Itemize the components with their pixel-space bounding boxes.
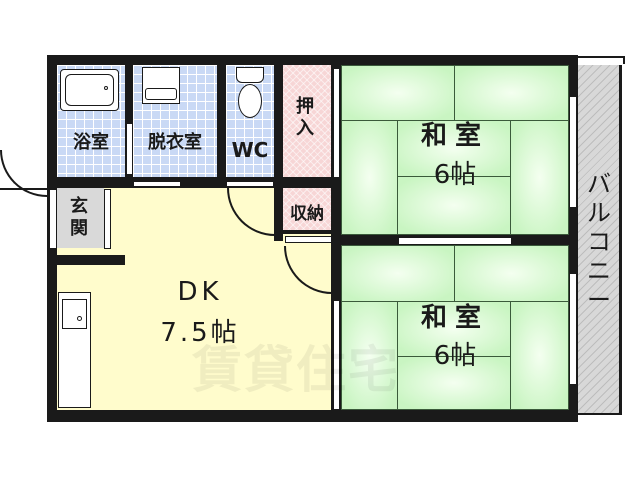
entrance-label: 玄関 xyxy=(70,196,88,239)
entrance-floor xyxy=(57,188,104,248)
watermark: 賃貸住宅 xyxy=(192,341,400,399)
door-bath-slide xyxy=(126,123,133,175)
wall-wc-closet xyxy=(274,55,283,241)
window-dk-right xyxy=(333,300,340,410)
storage-floor xyxy=(283,188,331,230)
window-balcony-2 xyxy=(569,273,577,385)
wc-floor xyxy=(226,65,274,177)
toilet-bowl-icon xyxy=(238,84,262,118)
wall-entrance-bottom xyxy=(47,255,125,265)
dressing-label: 脱衣室 xyxy=(148,132,202,153)
wall-wet-bottom xyxy=(47,177,341,188)
japanese-room-2-size: 6帖 xyxy=(433,341,477,371)
storage-label: 収納 xyxy=(290,204,324,224)
door-dressing xyxy=(133,181,181,187)
balcony-floor xyxy=(577,65,622,415)
japanese-room-1-floor xyxy=(341,65,569,235)
wall-bath-dressing xyxy=(125,55,133,185)
sink-icon xyxy=(62,299,87,329)
wall-top xyxy=(47,55,577,65)
bath-label: 浴室 xyxy=(73,132,109,153)
window-balcony-1 xyxy=(569,96,577,208)
dk-label: DK xyxy=(177,277,223,307)
washbasin-icon xyxy=(142,67,180,104)
balcony-rail-top xyxy=(573,56,625,64)
japanese-room-2-label: 和室 xyxy=(420,303,489,333)
entrance-inner-frame xyxy=(104,189,111,249)
door-wc-frame xyxy=(226,181,274,187)
entrance-frame xyxy=(49,189,57,249)
dk-size: 7.5帖 xyxy=(160,318,240,348)
wall-storage-bottom xyxy=(274,230,341,234)
japanese-room-2-floor xyxy=(341,245,569,410)
balcony-label: バルコニー xyxy=(587,170,611,314)
wall-bottom xyxy=(47,410,577,422)
window-closet xyxy=(333,68,340,178)
closet-label: 押入 xyxy=(296,96,314,139)
wall-dressing-wc xyxy=(217,55,226,185)
bathtub-icon xyxy=(60,69,119,111)
window-room-divider xyxy=(398,237,512,245)
kitchen-counter-icon xyxy=(58,292,91,408)
japanese-room-1-size: 6帖 xyxy=(433,160,477,190)
closet-floor xyxy=(283,65,331,177)
toilet-icon xyxy=(236,67,264,83)
entrance-door-leaf xyxy=(0,188,47,190)
storage-door-frame xyxy=(285,236,332,243)
wc-label: WC xyxy=(231,138,269,162)
japanese-room-1-label: 和室 xyxy=(420,121,489,151)
